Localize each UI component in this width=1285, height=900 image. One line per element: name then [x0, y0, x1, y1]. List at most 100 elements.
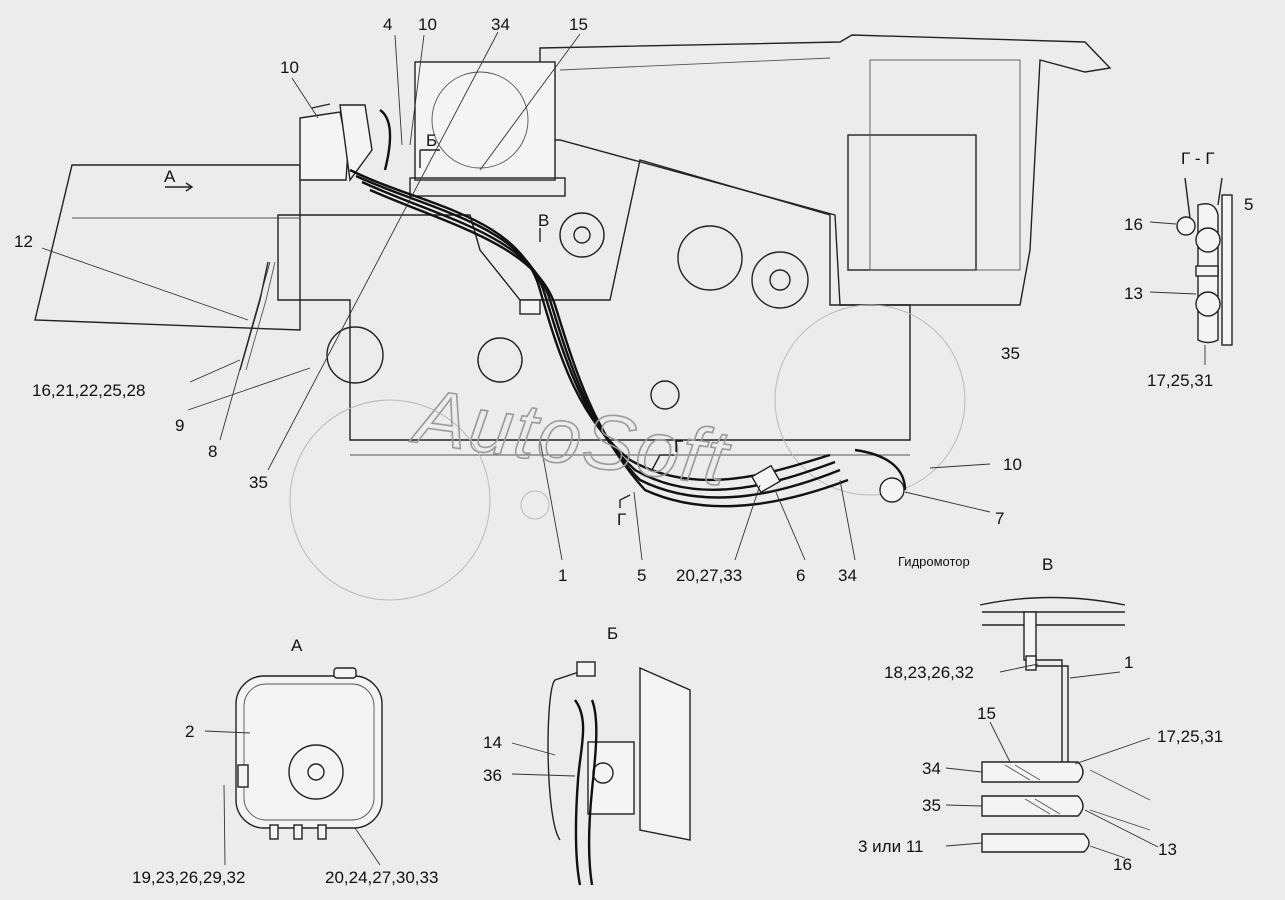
v-leader-34	[945, 767, 983, 773]
machine-body	[34, 34, 1112, 601]
b-label-14: 14	[483, 733, 502, 752]
leader-8	[219, 261, 271, 441]
gg-hose-b	[1195, 291, 1221, 317]
clamp-1	[519, 299, 541, 315]
view-a-title: А	[291, 636, 303, 655]
gg-hose-16	[1176, 216, 1196, 236]
a-sight	[237, 764, 249, 788]
pulley-6	[650, 380, 680, 410]
leader-4	[394, 34, 403, 146]
hose-main-3	[361, 180, 841, 499]
leader-7	[904, 491, 991, 513]
leader-15a	[479, 33, 581, 171]
a-flange-hub	[307, 763, 325, 781]
hose-main-4	[369, 188, 849, 508]
label-10-right: 10	[1003, 455, 1022, 474]
label-20-series: 20,27,33	[676, 566, 742, 585]
main-leaders	[41, 31, 991, 561]
pulley-4	[477, 337, 523, 383]
a-leader-2	[204, 730, 251, 734]
gg-label-17-series: 17,25,31	[1147, 371, 1213, 390]
gg-leader-16	[1149, 221, 1177, 225]
v-label-18-series: 18,23,26,32	[884, 663, 974, 682]
a-pipe-1	[269, 824, 279, 840]
v-label-34: 34	[922, 759, 941, 778]
leader-10b	[291, 77, 319, 119]
b-fitting-36	[592, 762, 614, 784]
b-clip	[576, 661, 596, 677]
label-34-bottom: 34	[838, 566, 857, 585]
front-wheel	[289, 399, 491, 601]
leader-5a	[633, 491, 643, 561]
view-v	[945, 596, 1159, 859]
label-1: 1	[558, 566, 567, 585]
hydraulic-motor	[879, 477, 905, 503]
a-pipe-2	[293, 824, 303, 840]
v-leader-1	[1069, 671, 1121, 679]
leader-10a	[409, 34, 425, 146]
gg-bolt	[1195, 265, 1219, 277]
v-label-17-series: 17,25,31	[1157, 727, 1223, 746]
label-34: 34	[491, 15, 510, 34]
gg-hose-a	[1195, 227, 1221, 253]
leader-20a	[734, 484, 761, 561]
rear-wheel	[774, 304, 966, 496]
v-hatch-1	[1004, 764, 1031, 781]
clamp-6	[751, 464, 781, 494]
hose-main-2	[355, 174, 836, 491]
a-flange	[288, 744, 344, 800]
v-leader-16	[1089, 845, 1126, 859]
gg-bracket-5	[1221, 194, 1233, 346]
header-outline	[34, 164, 301, 331]
b-leader-14	[511, 742, 556, 756]
cab-frame	[869, 59, 1021, 271]
wheel-hub	[520, 490, 550, 520]
a-pipe-3	[317, 824, 327, 840]
radiator-block	[414, 61, 556, 181]
b-pipe-14	[547, 669, 586, 841]
label-10: 10	[418, 15, 437, 34]
label-35-right: 35	[1001, 344, 1020, 363]
view-a-marker: А	[164, 167, 176, 186]
a-label-20-series: 20,24,27,30,33	[325, 868, 438, 887]
label-12: 12	[14, 232, 33, 251]
watermark: AutoSoft	[407, 371, 737, 503]
section-g-top	[651, 454, 674, 471]
section-g-marker-bottom: Г	[617, 510, 626, 529]
hose-main-1	[349, 168, 831, 482]
v-label-3-or-11: 3 или 11	[858, 837, 923, 856]
tank-line	[559, 57, 831, 71]
grain-tank-outline	[539, 34, 1112, 306]
section-g-bottom	[619, 494, 631, 508]
hose-riser	[379, 109, 392, 171]
a-leader-20	[354, 827, 381, 866]
v-post	[1023, 611, 1037, 661]
leader-1a	[539, 439, 563, 561]
v-hose-ext-2	[1089, 809, 1151, 831]
view-a	[204, 667, 383, 866]
v-bracket-1	[1036, 659, 1063, 770]
v-hose-ext-1	[1089, 769, 1151, 801]
pulley-1	[559, 212, 605, 258]
gg-hose-line-1	[1184, 177, 1191, 219]
pulley-1-hub	[573, 226, 591, 244]
a-leader-19	[223, 784, 226, 866]
view-gg	[1149, 177, 1233, 365]
leader-34b	[839, 479, 856, 561]
v-hose-35	[981, 795, 1084, 817]
v-hose-34	[981, 761, 1084, 783]
b-panel	[639, 666, 691, 841]
a-cap	[333, 667, 357, 679]
a-label-19-series: 19,23,26,29,32	[132, 868, 245, 887]
label-10-tank: 10	[280, 58, 299, 77]
rod-8b	[245, 261, 276, 371]
label-7: 7	[995, 509, 1004, 528]
v-leader-15	[989, 721, 1011, 763]
gg-label-16: 16	[1124, 215, 1143, 234]
gg-label-5: 5	[1244, 195, 1253, 214]
v-top-arc	[979, 596, 1126, 606]
view-gg-title: Г - Г	[1181, 149, 1215, 168]
radiator-base	[409, 177, 566, 197]
body-outline	[277, 159, 911, 441]
